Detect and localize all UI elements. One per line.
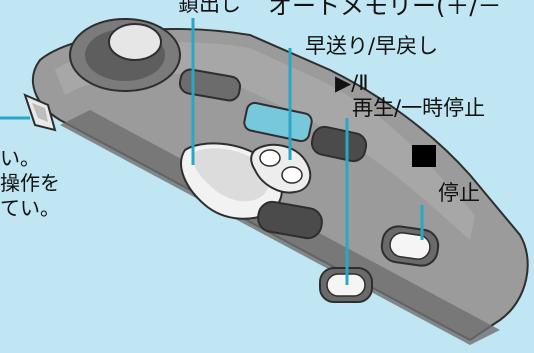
left-fragment-line3: てい。: [0, 196, 60, 220]
dark-button-right: [310, 125, 368, 163]
side-knob: [23, 93, 57, 132]
joystick-area: [69, 18, 181, 92]
left-fragment-line2: 操作を: [0, 171, 60, 195]
stop-label: 停止: [438, 181, 480, 205]
leader-lines: [0, 18, 424, 285]
play-pause-label: 再生/一時停止: [352, 96, 486, 120]
ff-rew-buttons: [250, 143, 312, 194]
top-left-label: 鎖出し: [178, 0, 241, 16]
left-fragment-line1: い。: [0, 146, 40, 170]
auto-memory-label: オートメモリー(＋/－: [268, 0, 502, 20]
play-pause-icon: ▶/Ⅱ: [335, 71, 369, 95]
stop-square-icon: [412, 145, 436, 167]
stop-button: [380, 225, 440, 267]
dark-button-lower: [257, 200, 323, 240]
auto-memory-button: [243, 101, 313, 143]
ff-rew-label: 早送り/早戻し: [305, 34, 439, 58]
top-partial-button: [178, 68, 242, 102]
